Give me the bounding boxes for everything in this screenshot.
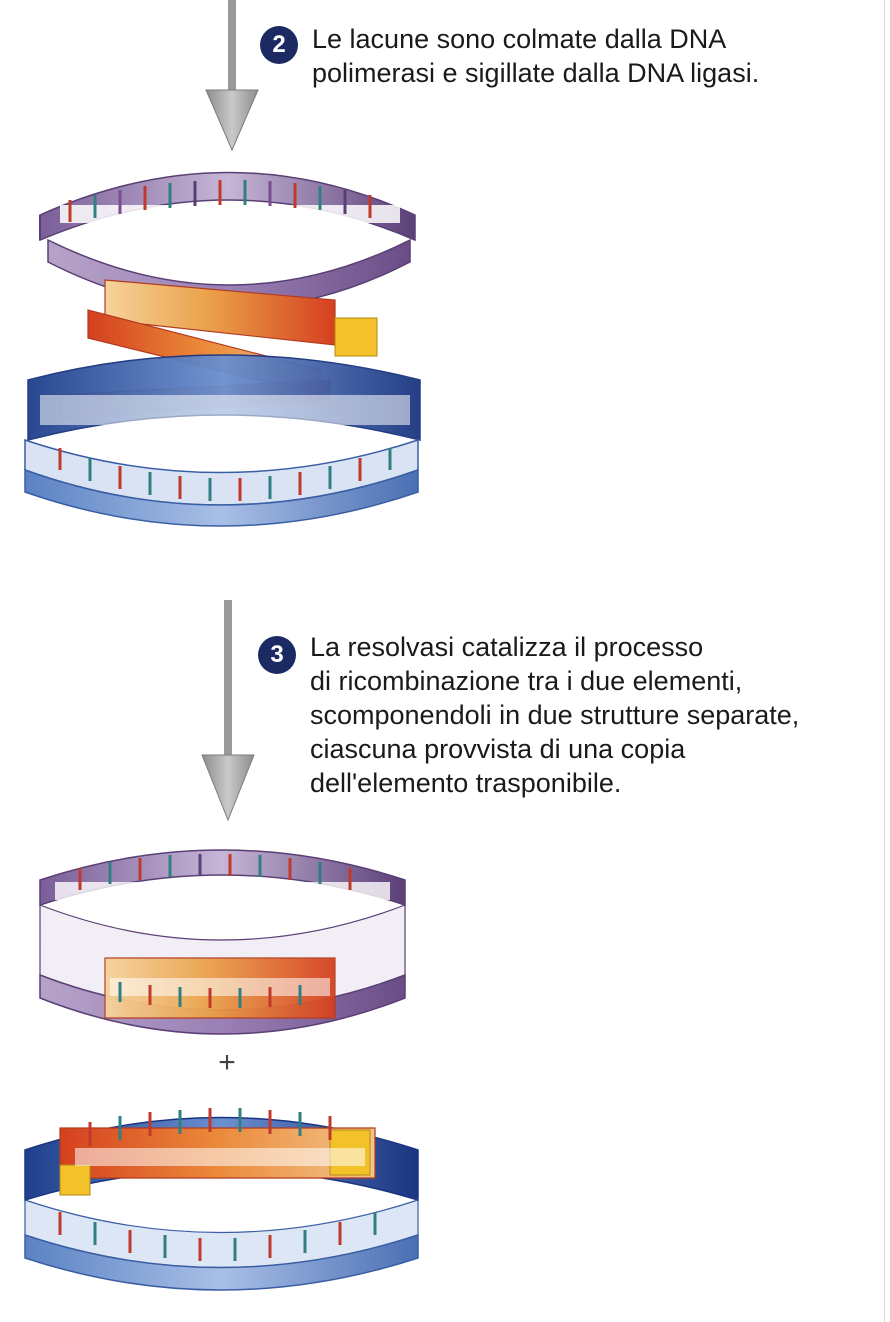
step-3-line-4: ciascuna provvista di una copia	[310, 734, 686, 764]
step-3-line-3: scomponendoli in due strutture separate,	[310, 700, 800, 730]
purple-ring-top	[39, 171, 416, 310]
step-2-line-2: polimerasi e sigillate dalla DNA ligasi.	[312, 58, 760, 88]
step-3-text: La resolvasi catalizza il processo di ri…	[310, 630, 799, 800]
step-3-line-5: dell'elemento trasponibile.	[310, 768, 622, 798]
plus-sign: +	[218, 1046, 236, 1079]
arrow-step-3	[201, 600, 255, 822]
step-2-text: Le lacune sono colmate dalla DNA polimer…	[312, 22, 759, 90]
page-edge-line	[884, 0, 885, 1322]
product-ring-purple	[39, 849, 406, 1035]
arrow-step-2	[205, 0, 259, 152]
step-3-line-2: di ricombinazione tra i due elementi,	[310, 666, 743, 696]
cointegrate-structure	[24, 171, 421, 527]
base-pairs-top	[58, 180, 392, 501]
product-ring-blue	[24, 1108, 419, 1291]
step-2-line-1: Le lacune sono colmate dalla DNA	[312, 24, 727, 54]
step-3-badge: 3	[258, 636, 296, 674]
blue-ring-top	[24, 354, 421, 527]
step-2-badge: 2	[260, 26, 298, 64]
step-3-line-1: La resolvasi catalizza il processo	[310, 632, 704, 662]
